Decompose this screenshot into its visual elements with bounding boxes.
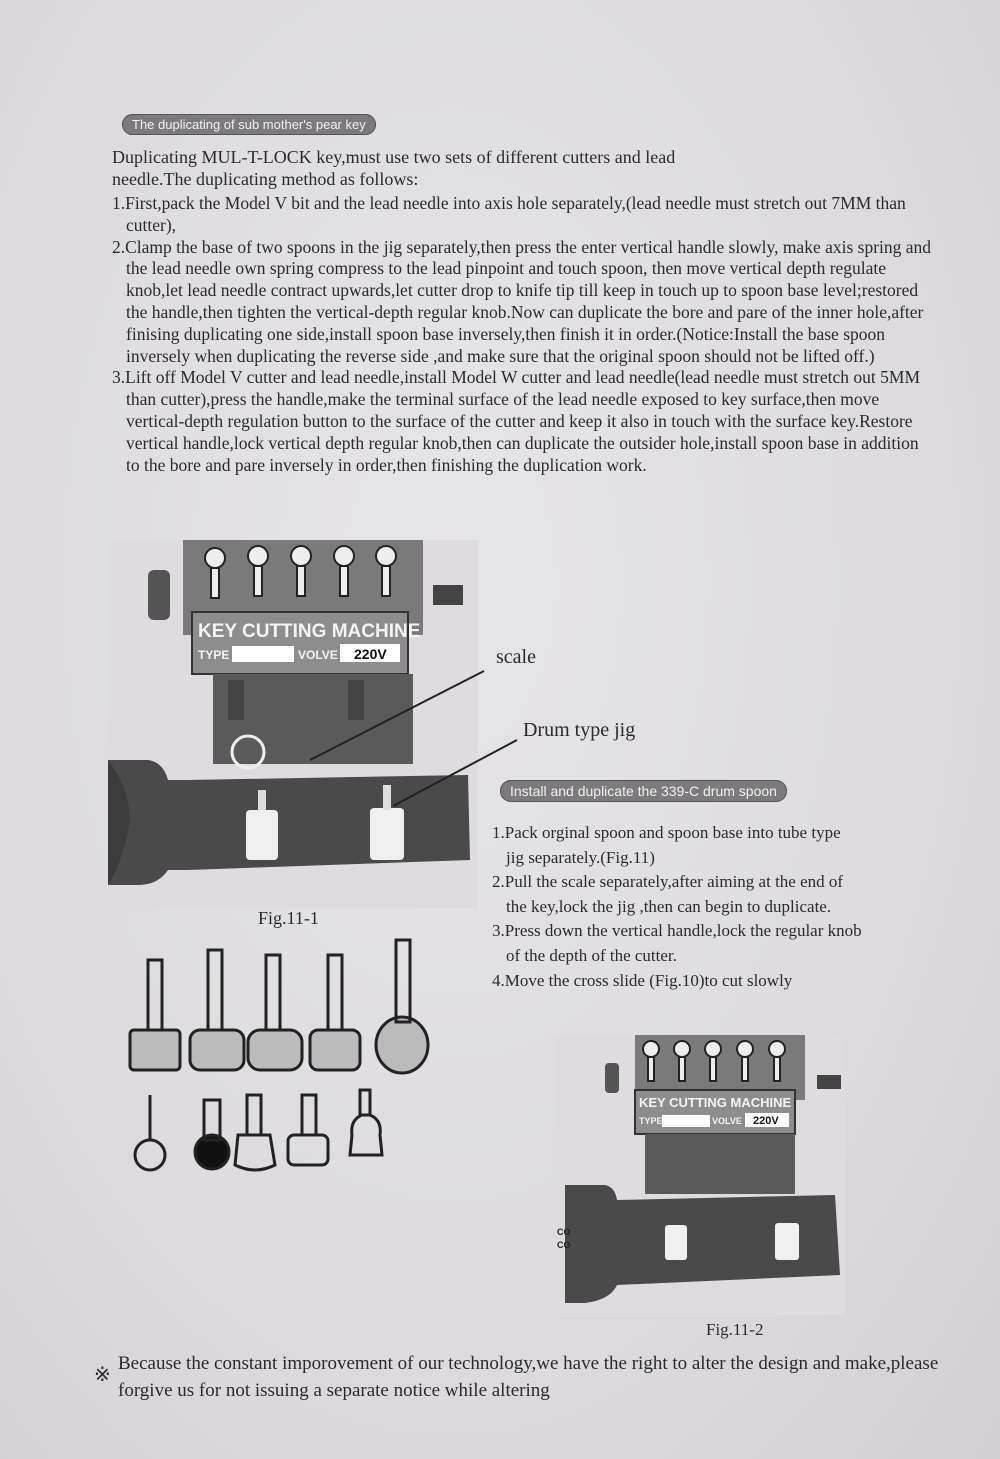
key-types-illustration [128, 938, 430, 1172]
reference-mark-icon: ※ [94, 1364, 111, 1386]
footer-notice: Because the constant imporovement of our… [118, 1353, 939, 1401]
plate-title-2: KEY CUTTING MACHINE [639, 1095, 791, 1110]
section-heading-339c-drum-spoon: Install and duplicate the 339-C drum spo… [500, 780, 787, 802]
plate-volve-label: VOLVE [298, 648, 338, 662]
duplication-steps: 1.First,pack the Model V bit and the lea… [112, 193, 932, 476]
plate-voltage: 220V [354, 646, 387, 662]
drum-step-1: 1.Pack orginal spoon and spoon base into… [492, 823, 841, 867]
step-2: 2.Clamp the base of two spoons in the ji… [112, 236, 932, 366]
step-3: 3.Lift off Model V cutter and lead needl… [112, 367, 921, 475]
side-text-2: CO [557, 1240, 571, 1250]
figure-11-1: KEY CUTTING MACHINE TYPE VOLVE 220V [108, 540, 478, 908]
drum-step-2: 2.Pull the scale separately,after aiming… [492, 872, 844, 916]
drum-spoon-steps: 1.Pack orginal spoon and spoon base into… [492, 821, 862, 993]
caption-fig-11-1: Fig.11-1 [258, 908, 319, 928]
side-text-1: CO [557, 1227, 571, 1237]
drum-step-4: 4.Move the cross slide (Fig.10)to cut sl… [492, 970, 793, 990]
step-1: 1.First,pack the Model V bit and the lea… [112, 193, 906, 235]
figure-11-2: KEY CUTTING MACHINE TYPE VOLVE 220V CO C… [555, 1035, 845, 1315]
caption-fig-11-2: Fig.11-2 [706, 1320, 764, 1339]
label-drum-type-jig: Drum type jig [523, 719, 636, 741]
section-heading-sub-mother-key: The duplicating of sub mother's pear key [122, 114, 376, 135]
plate-voltage-2: 220V [753, 1115, 779, 1127]
plate-volve-label-2: VOLVE [712, 1116, 742, 1126]
plate-type-label: TYPE [198, 648, 229, 662]
plate-type-label-2: TYPE [639, 1116, 663, 1126]
drum-step-3: 3.Press down the vertical handle,lock th… [492, 921, 862, 965]
machine-photo-illustration: KEY CUTTING MACHINE TYPE VOLVE 220V [108, 540, 478, 908]
plate-title: KEY CUTTING MACHINE [198, 621, 420, 642]
machine-photo-illustration-2: KEY CUTTING MACHINE TYPE VOLVE 220V CO C… [555, 1035, 845, 1315]
label-scale: scale [496, 646, 536, 668]
intro-paragraph: Duplicating MUL-T-LOCK key,must use two … [112, 147, 676, 189]
